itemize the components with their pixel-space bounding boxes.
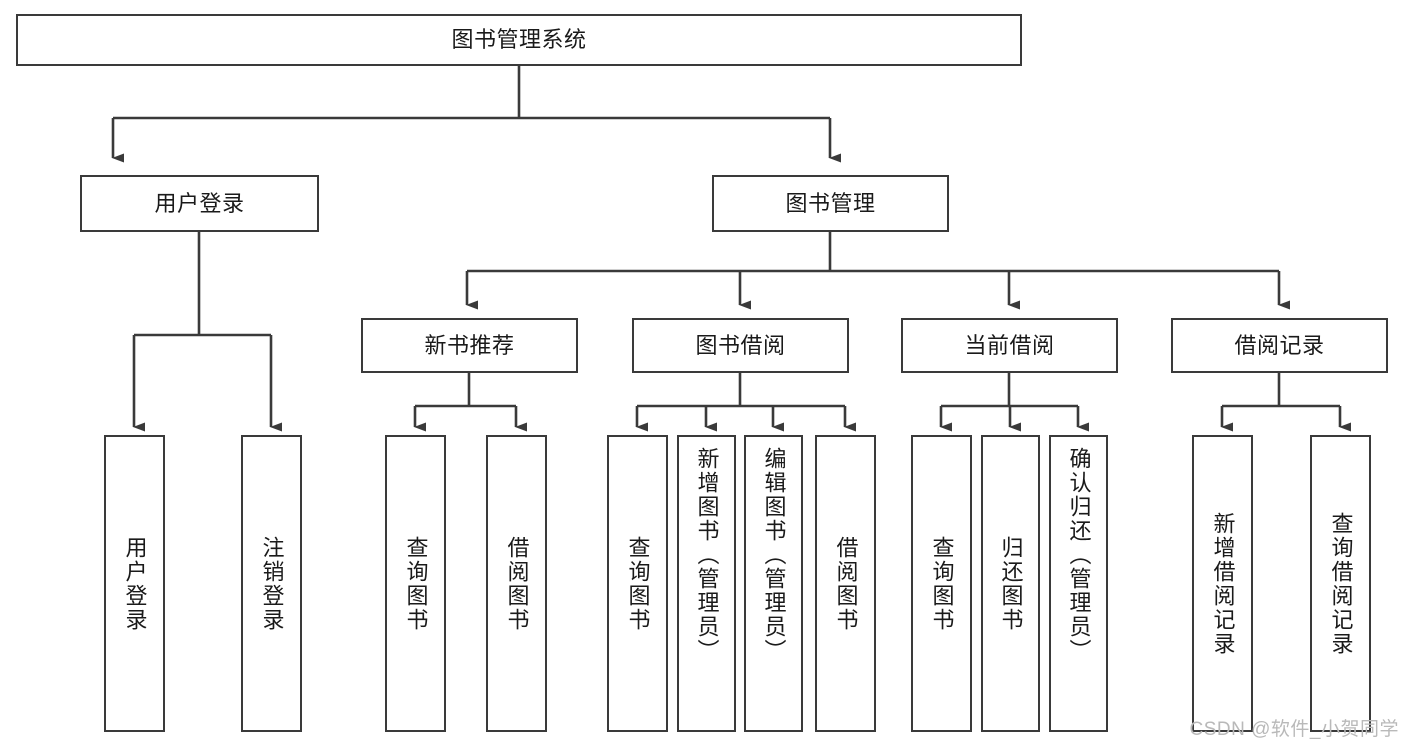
node-label: 编辑图书（管理员） (761, 447, 787, 663)
node-label: 查询图书 (625, 535, 651, 632)
node-label: 新书推荐 (424, 332, 515, 358)
node-label: 借阅记录 (1234, 332, 1325, 358)
node-root-library-system[interactable]: 图书管理系统 (16, 14, 1022, 66)
node-borrow-record[interactable]: 借阅记录 (1171, 318, 1388, 373)
leaf-logout[interactable]: 注销登录 (241, 435, 302, 732)
node-label: 查询图书 (929, 535, 955, 632)
leaf-query-book-recommend[interactable]: 查询图书 (385, 435, 446, 732)
node-label: 用户登录 (122, 535, 148, 632)
node-label: 图书管理系统 (451, 27, 587, 53)
node-label: 归还图书 (998, 535, 1024, 632)
node-label: 借阅图书 (833, 535, 859, 632)
node-label: 借阅图书 (504, 535, 530, 632)
node-label: 图书借阅 (695, 332, 786, 358)
leaf-query-borrow-record[interactable]: 查询借阅记录 (1310, 435, 1371, 732)
node-label: 图书管理 (785, 190, 876, 216)
leaf-query-book-current[interactable]: 查询图书 (911, 435, 972, 732)
node-label: 新增图书（管理员） (694, 447, 720, 663)
csdn-watermark: CSDN @软件_小贺同学 (1189, 719, 1399, 740)
node-label: 用户登录 (154, 190, 245, 216)
node-book-management[interactable]: 图书管理 (712, 175, 949, 232)
leaf-user-login[interactable]: 用户登录 (104, 435, 165, 732)
node-label: 当前借阅 (964, 332, 1055, 358)
leaf-borrow-book-recommend[interactable]: 借阅图书 (486, 435, 547, 732)
leaf-edit-book-admin[interactable]: 编辑图书（管理员） (744, 435, 803, 732)
node-label: 注销登录 (259, 535, 285, 632)
node-book-borrow[interactable]: 图书借阅 (632, 318, 849, 373)
node-user-login[interactable]: 用户登录 (80, 175, 319, 232)
leaf-add-book-admin[interactable]: 新增图书（管理员） (677, 435, 736, 732)
leaf-return-book[interactable]: 归还图书 (981, 435, 1040, 732)
node-current-borrow[interactable]: 当前借阅 (901, 318, 1118, 373)
node-label: 确认归还（管理员） (1066, 447, 1092, 663)
leaf-add-borrow-record[interactable]: 新增借阅记录 (1192, 435, 1253, 732)
leaf-borrow-book[interactable]: 借阅图书 (815, 435, 876, 732)
node-new-book-recommend[interactable]: 新书推荐 (361, 318, 578, 373)
leaf-query-book-borrow[interactable]: 查询图书 (607, 435, 668, 732)
leaf-confirm-return-admin[interactable]: 确认归还（管理员） (1049, 435, 1108, 732)
node-label: 新增借阅记录 (1210, 511, 1236, 656)
node-label: 查询借阅记录 (1328, 511, 1354, 656)
node-label: 查询图书 (403, 535, 429, 632)
